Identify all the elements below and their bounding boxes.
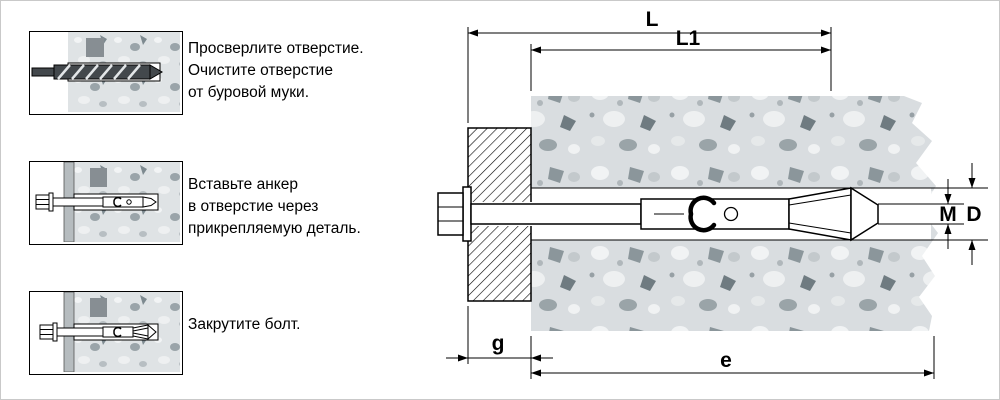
aggregate-block [90, 298, 107, 317]
hex-head [437, 192, 464, 236]
anchor-technical-drawing: L L1 M D g [437, 8, 988, 379]
step-3-illustration [29, 291, 183, 375]
dimension-label-D: D [966, 203, 981, 226]
dimension-L [467, 27, 832, 123]
dimension-label-M: M [939, 203, 957, 226]
sleeve-hole [723, 206, 739, 222]
step-1-text: Просверлите отверстие. Очистите отверсти… [188, 40, 364, 101]
dimension-label-g: g [492, 332, 505, 355]
dimension-label-L1: L1 [676, 27, 701, 50]
anchor-bolt [35, 192, 157, 212]
dimension-label-e: e [720, 349, 732, 372]
step-1-drawing [31, 32, 180, 112]
anchor-bolt [437, 186, 879, 242]
step-2-illustration [29, 161, 183, 245]
step-2-drawing [35, 162, 180, 242]
dimension-e [531, 336, 935, 379]
dimension-L1 [530, 44, 831, 91]
step-1-illustration [29, 31, 183, 115]
bolt-shaft [470, 203, 642, 225]
dimension-label-L: L [646, 8, 659, 31]
anchor-bolt-expanded [39, 322, 157, 342]
crescent-cutout [688, 195, 717, 233]
expansion-cone [850, 186, 879, 242]
aggregate-block [86, 38, 104, 57]
washer [462, 186, 472, 242]
drill-bit [31, 64, 163, 80]
step-2-text: Вставьте анкер в отверстие через прикреп… [188, 176, 361, 237]
step-3-drawing [39, 292, 180, 372]
aggregate-block [90, 168, 107, 187]
step-3-text: Закрутите болт. [188, 316, 301, 333]
dimension-MD [878, 163, 976, 265]
